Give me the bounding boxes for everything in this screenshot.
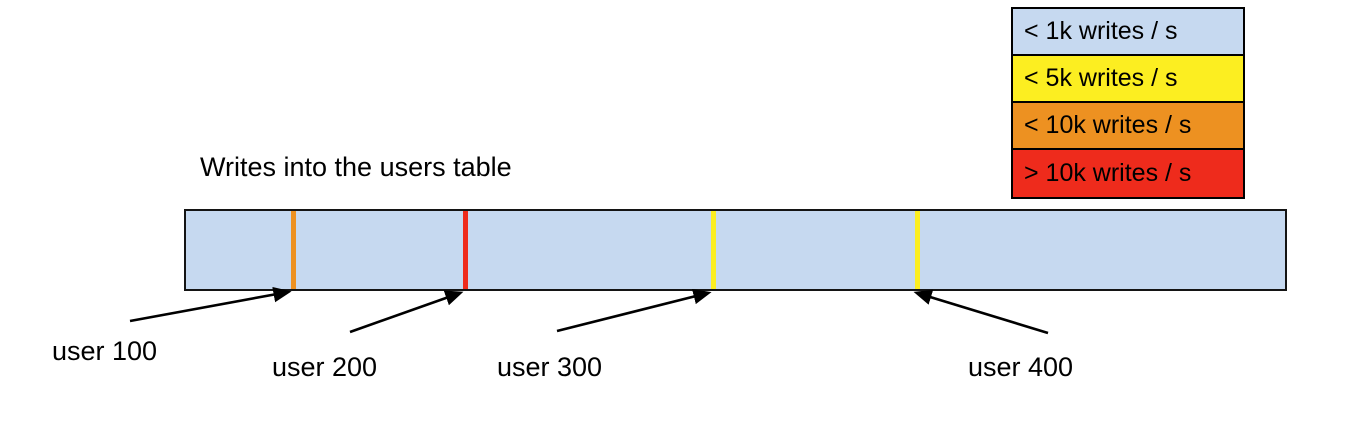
users-table-bar xyxy=(184,209,1287,291)
legend-label-gt-10k: > 10k writes / s xyxy=(1024,159,1192,187)
stripe-user-400 xyxy=(915,211,920,289)
legend-row-lt-5k: < 5k writes / s xyxy=(1013,56,1243,103)
legend: < 1k writes / s < 5k writes / s < 10k wr… xyxy=(1011,7,1245,199)
legend-row-lt-1k: < 1k writes / s xyxy=(1013,9,1243,56)
legend-row-gt-10k: > 10k writes / s xyxy=(1013,150,1243,197)
stripe-user-100 xyxy=(291,211,296,289)
user-label-100: user 100 xyxy=(52,336,158,366)
user-label-400: user 400 xyxy=(968,352,1074,382)
legend-label-lt-10k: < 10k writes / s xyxy=(1024,111,1192,139)
stripe-user-200 xyxy=(463,211,468,289)
user-label-200: user 200 xyxy=(272,352,378,382)
stripe-user-300 xyxy=(711,211,716,289)
legend-label-lt-5k: < 5k writes / s xyxy=(1024,64,1178,92)
legend-row-lt-10k: < 10k writes / s xyxy=(1013,103,1243,150)
legend-label-lt-1k: < 1k writes / s xyxy=(1024,17,1178,45)
user-label-300: user 300 xyxy=(497,352,603,382)
page-title: Writes into the users table xyxy=(200,152,512,182)
